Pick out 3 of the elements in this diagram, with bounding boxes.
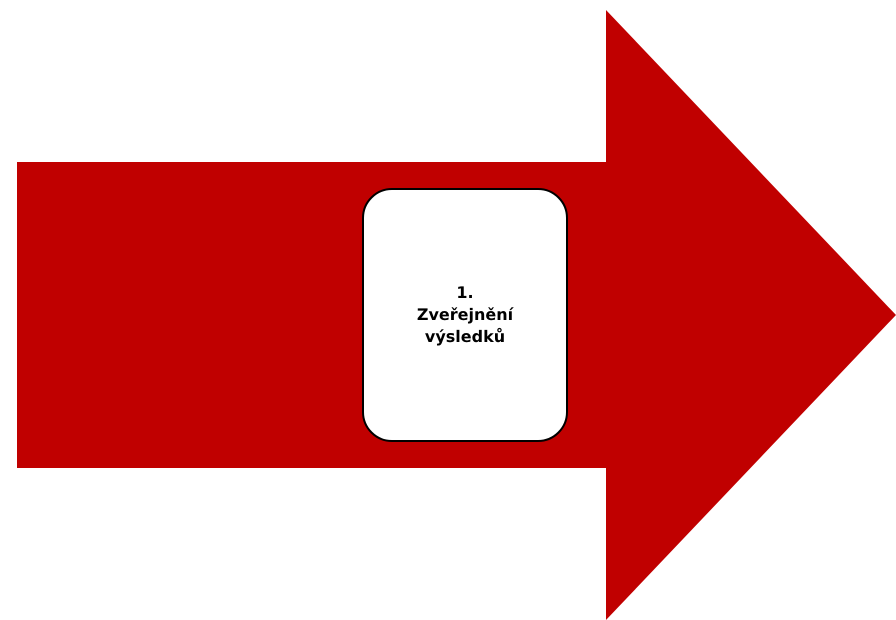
step-label: Zveřejnění výsledků xyxy=(416,304,515,348)
step-number: 1. xyxy=(456,282,474,304)
rounded-box xyxy=(362,188,568,442)
